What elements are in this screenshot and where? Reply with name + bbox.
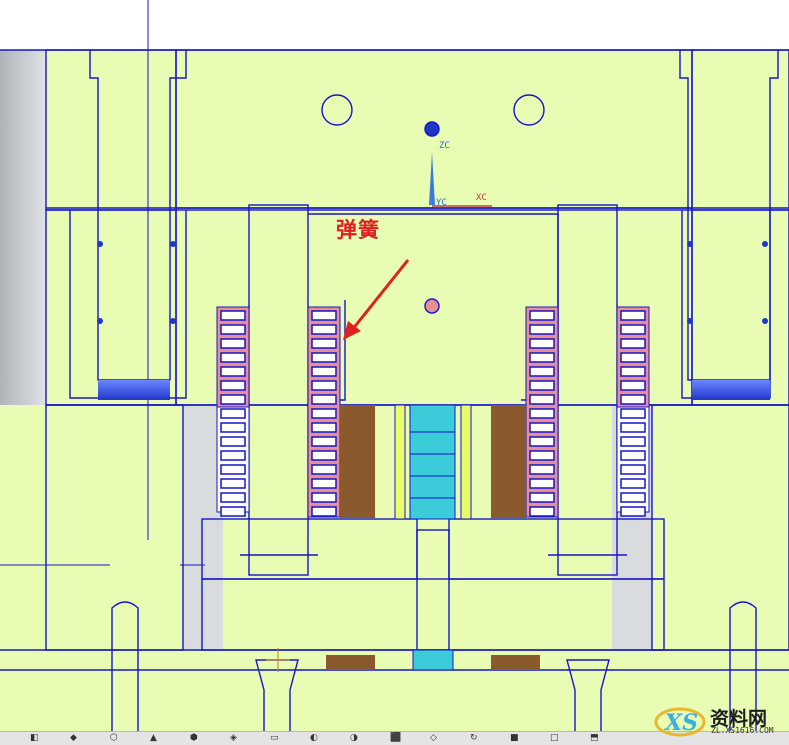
spring-coil bbox=[220, 394, 246, 405]
spring-coil bbox=[311, 310, 337, 321]
spring-coil bbox=[529, 436, 555, 447]
spring-coil bbox=[220, 310, 246, 321]
spring-coil bbox=[311, 366, 337, 377]
spring-coil bbox=[529, 366, 555, 377]
spring-coil bbox=[529, 450, 555, 461]
spring-coil bbox=[529, 478, 555, 489]
fit-icon[interactable]: ⬛ bbox=[390, 733, 402, 743]
yc-axis-label: YC bbox=[436, 198, 447, 208]
spring-coil bbox=[220, 338, 246, 349]
spring-coil bbox=[220, 478, 246, 489]
watermark: XS 资料网 ZL.XS1616.COM bbox=[652, 698, 789, 740]
snap-icon[interactable]: ◆ bbox=[70, 733, 77, 743]
spring-coil bbox=[311, 408, 337, 419]
xc-axis-label: XC bbox=[476, 193, 487, 203]
spring-coil bbox=[529, 492, 555, 503]
watermark-title: 资料网 bbox=[710, 708, 768, 730]
hide-icon[interactable]: ◐ bbox=[310, 733, 318, 743]
spring-coil bbox=[311, 352, 337, 363]
spring-coil bbox=[311, 324, 337, 335]
spring-coil bbox=[620, 506, 646, 517]
spring-coil bbox=[620, 436, 646, 447]
spring-coil bbox=[311, 380, 337, 391]
spring-coil bbox=[311, 464, 337, 475]
spring-coil bbox=[620, 478, 646, 489]
spring-coil bbox=[220, 450, 246, 461]
svg-text:XS: XS bbox=[663, 710, 698, 736]
watermark-url: ZL.XS1616.COM bbox=[711, 726, 774, 735]
spring-coil bbox=[311, 338, 337, 349]
spring-coil bbox=[620, 450, 646, 461]
bottom-toolbar: ◧ ◆ ⬡ ▲ ⬢ ◈ ▭ ◐ ◑ ⬛ ◇ ↻ ■ □ ⬒ bbox=[0, 731, 789, 745]
rotate-icon[interactable]: ↻ bbox=[470, 733, 478, 743]
spring-coil bbox=[220, 422, 246, 433]
spring-annotation-label: 弹簧 bbox=[336, 218, 380, 242]
spring-coil bbox=[220, 492, 246, 503]
spring-coil bbox=[620, 380, 646, 391]
wcs-triad bbox=[429, 152, 492, 207]
measure-icon[interactable]: ◈ bbox=[230, 733, 237, 743]
view-icon[interactable]: ◧ bbox=[30, 733, 39, 743]
spring-coil bbox=[220, 352, 246, 363]
spring-coil bbox=[529, 324, 555, 335]
select-icon[interactable]: ⬡ bbox=[110, 733, 118, 743]
spring-coil bbox=[529, 380, 555, 391]
spring-coil bbox=[620, 310, 646, 321]
spring-coil bbox=[620, 422, 646, 433]
spring-coil bbox=[220, 464, 246, 475]
spring-coil bbox=[529, 338, 555, 349]
spring-coil bbox=[311, 436, 337, 447]
spring-coil bbox=[620, 464, 646, 475]
zoom-icon[interactable]: ◇ bbox=[430, 733, 437, 743]
zc-axis-label: ZC bbox=[439, 141, 450, 151]
spring-coil bbox=[620, 352, 646, 363]
spring-coil bbox=[311, 478, 337, 489]
spring-coil bbox=[529, 464, 555, 475]
spring-coil bbox=[529, 310, 555, 321]
spring-coil bbox=[220, 380, 246, 391]
wireframe-icon[interactable]: □ bbox=[550, 733, 559, 743]
spring-coil bbox=[620, 394, 646, 405]
spring-coil bbox=[311, 506, 337, 517]
spring-coil bbox=[311, 394, 337, 405]
layer-icon[interactable]: ⬢ bbox=[190, 733, 198, 743]
spring-coil bbox=[220, 324, 246, 335]
spring-coil bbox=[529, 394, 555, 405]
spring-coil bbox=[311, 492, 337, 503]
spring-coil bbox=[620, 492, 646, 503]
spring-coil bbox=[311, 422, 337, 433]
filter-icon[interactable]: ▲ bbox=[150, 733, 157, 743]
render-icon[interactable]: ■ bbox=[510, 733, 519, 743]
show-icon[interactable]: ◑ bbox=[350, 733, 358, 743]
spring-coil bbox=[620, 338, 646, 349]
spring-coil bbox=[529, 506, 555, 517]
xs-logo: XS bbox=[654, 707, 706, 737]
spring-coil bbox=[620, 408, 646, 419]
spring-coil bbox=[529, 352, 555, 363]
spring-coil bbox=[620, 324, 646, 335]
cut-icon[interactable]: ▭ bbox=[270, 733, 279, 743]
spring-coil bbox=[220, 506, 246, 517]
orient-icon[interactable]: ⬒ bbox=[590, 733, 599, 743]
spring-coil bbox=[311, 450, 337, 461]
spring-coil bbox=[529, 408, 555, 419]
spring-coil bbox=[220, 366, 246, 377]
spring-coil bbox=[220, 436, 246, 447]
annotation-arrow bbox=[343, 259, 410, 340]
spring-coil bbox=[620, 366, 646, 377]
spring-coil bbox=[529, 422, 555, 433]
spring-coil bbox=[220, 408, 246, 419]
